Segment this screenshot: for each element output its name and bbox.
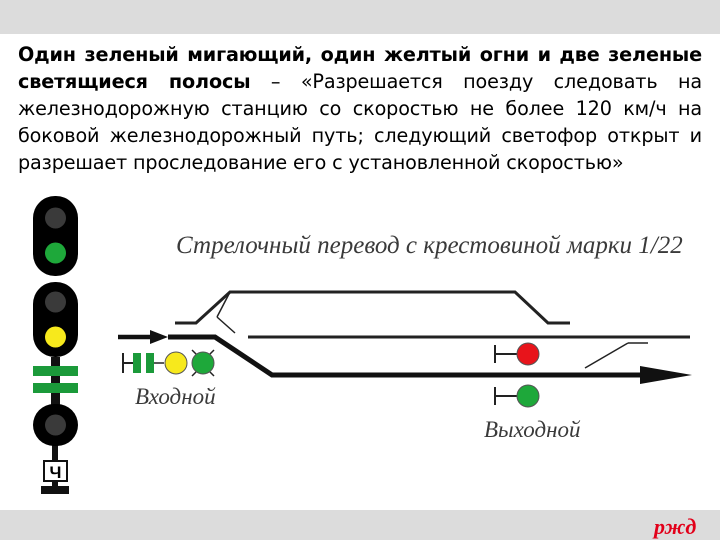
signal-plate <box>43 460 68 482</box>
top-band <box>0 0 720 34</box>
entry-signal-label: Входной <box>135 384 216 409</box>
signal-description: Один зеленый мигающий, один желтый огни … <box>18 41 702 176</box>
dark-lamp-2 <box>45 291 66 313</box>
entry-green-lamp <box>191 351 215 375</box>
description-quote: «Разрешается поезду следовать на железно… <box>18 70 702 174</box>
entry-signal-symbol <box>122 349 215 377</box>
route-path <box>168 334 648 378</box>
signal-head-top <box>33 196 78 276</box>
exit-red-lamp <box>516 342 540 366</box>
dark-lamp-3 <box>45 414 66 436</box>
route-arrowhead <box>640 366 692 384</box>
entry-yellow-lamp <box>164 351 188 375</box>
track-schematic: Стрелочный перевод с крестовиной марки 1… <box>118 232 692 442</box>
exit-signal-red <box>494 342 540 366</box>
switch-point-line <box>216 291 231 318</box>
entry-stripe-1 <box>133 353 141 373</box>
dark-lamp-1 <box>45 207 66 229</box>
description-dash: – <box>250 70 301 93</box>
exit-signal-label: Выходной <box>484 417 581 442</box>
turnout-label: Стрелочный перевод с крестовиной марки 1… <box>176 232 683 259</box>
rzd-logo: ржд <box>652 514 696 539</box>
traffic-light: Ч <box>33 196 78 494</box>
rzd-logo-text: ржд <box>652 514 696 539</box>
entry-stripe-2 <box>146 353 154 373</box>
green-lamp-flashing <box>45 242 66 264</box>
siding-track <box>175 290 570 325</box>
exit-green-lamp <box>516 384 540 408</box>
signal-plate-letter: Ч <box>50 463 62 482</box>
green-stripe-2 <box>33 383 78 393</box>
bottom-band <box>0 510 720 540</box>
yellow-lamp <box>45 326 66 348</box>
exit-signal-green <box>494 384 540 408</box>
signal-head-middle <box>33 282 78 357</box>
green-stripe-1 <box>33 366 78 376</box>
description-bold: Один зеленый мигающий, один желтый огни … <box>18 43 702 93</box>
